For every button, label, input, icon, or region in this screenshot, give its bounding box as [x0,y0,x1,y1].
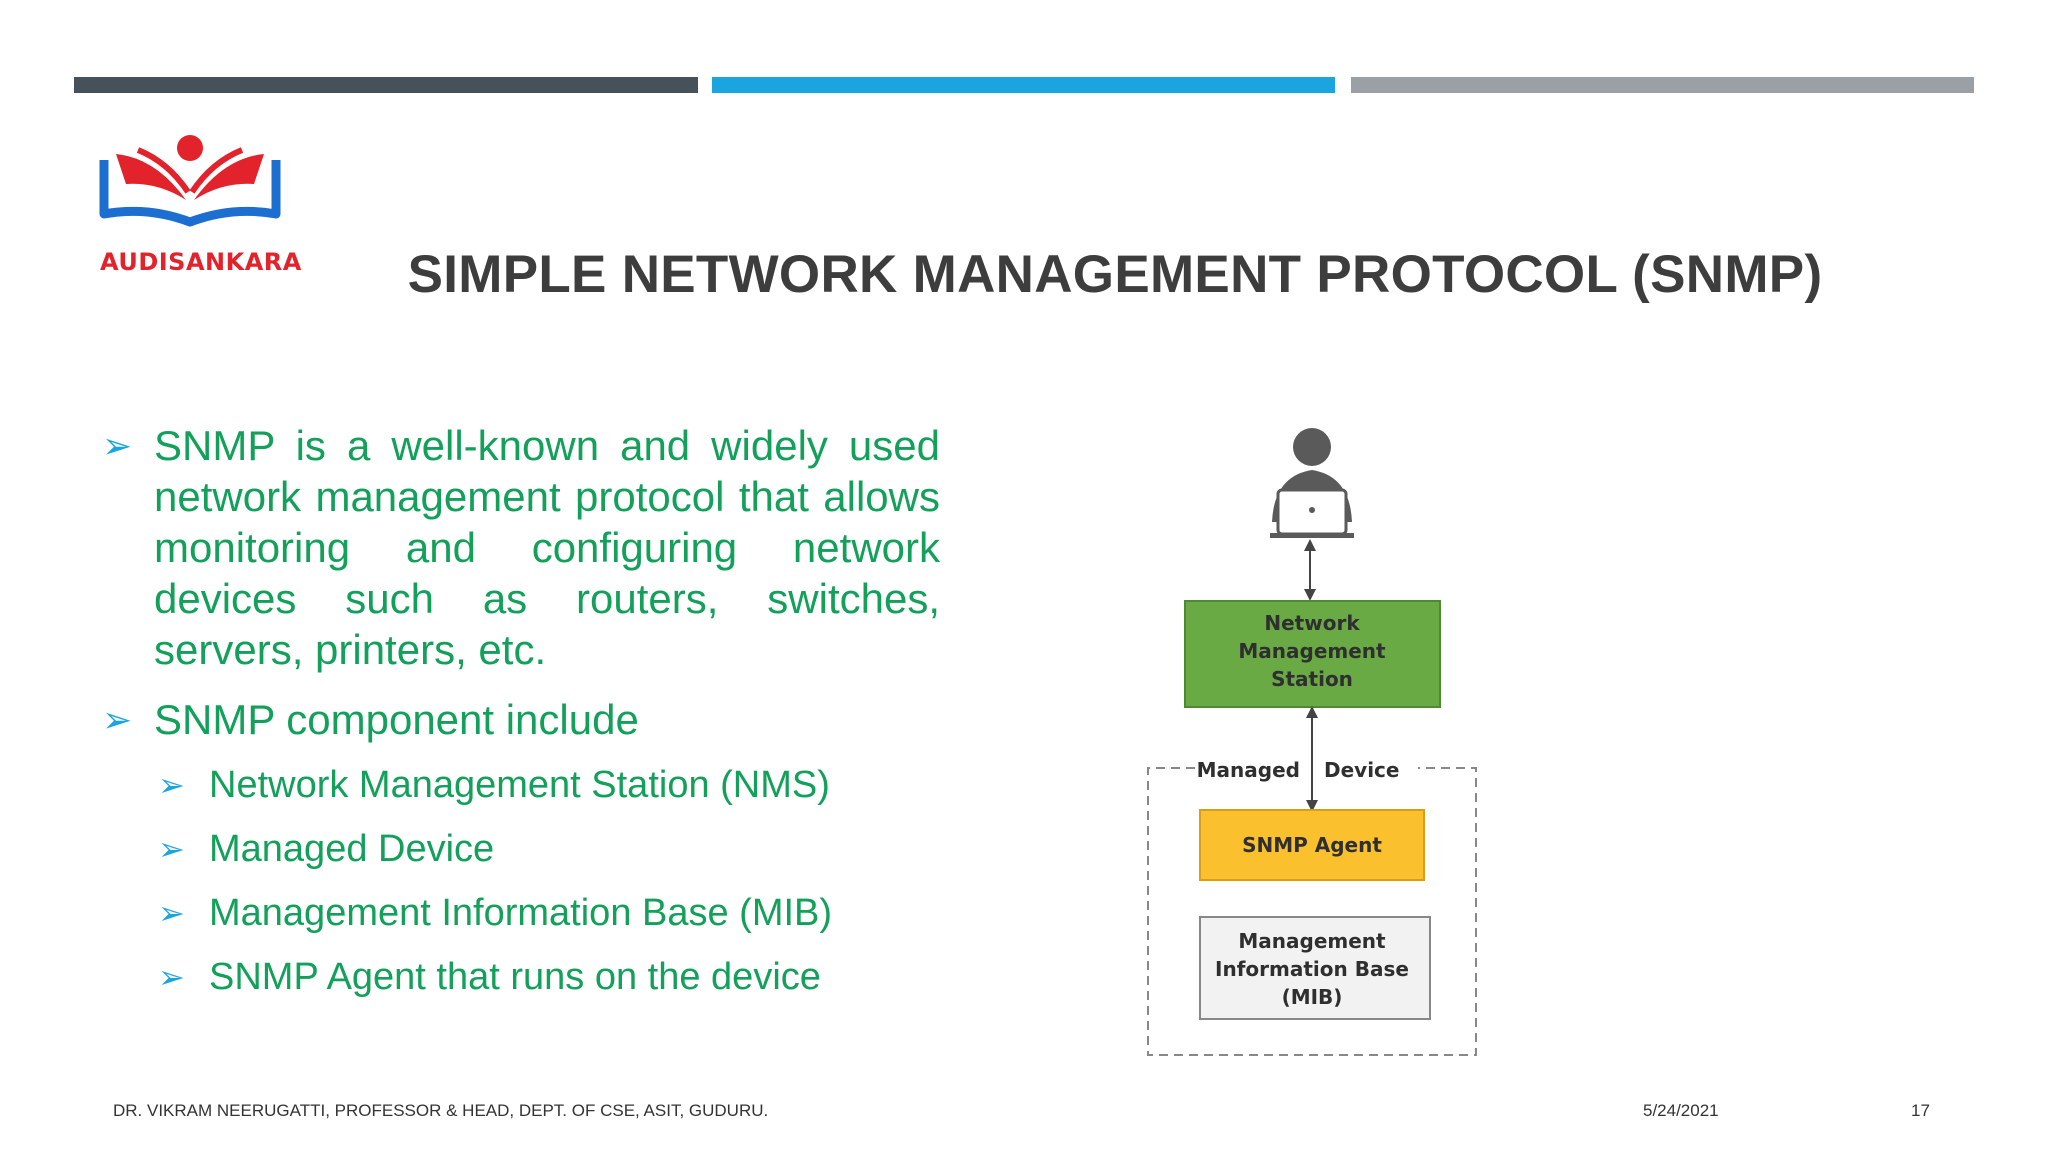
component-list: ➢ Network Management Station (NMS) ➢ Man… [100,763,940,1019]
bullet-text: SNMP is a well-known and widely used net… [154,422,940,673]
mib-box [1199,916,1431,1020]
footer-page-number: 17 [1911,1101,1930,1120]
bullet-content: ➢ SNMP is a well-known and widely used n… [100,420,940,1019]
device-label: Device [1324,758,1399,782]
arrow-bullet-icon: ➢ [158,767,185,803]
bullet-text: SNMP component include [154,696,639,743]
list-item-text: Managed Device [209,828,495,870]
list-item-text: Network Management Station (NMS) [209,764,830,806]
slide-title: SIMPLE NETWORK MANAGEMENT PROTOCOL (SNMP… [407,245,1823,304]
arrow-bullet-icon: ➢ [158,831,185,867]
nms-label-line2: Management [1238,639,1386,663]
header-bar-dark [74,77,698,93]
snmp-agent-box [1199,809,1425,881]
nms-label-line3: Station [1271,667,1353,691]
arrow-bullet-icon: ➢ [158,959,185,995]
arrow-bullet-icon: ➢ [102,699,133,740]
list-item: ➢ Network Management Station (NMS) [100,763,940,827]
logo-text: AUDISANKARA [100,248,302,276]
bullet-components-heading: ➢ SNMP component include [100,694,940,745]
nms-label-line1: Network [1264,611,1360,635]
bullet-snmp-description: ➢ SNMP is a well-known and widely used n… [100,420,940,673]
list-item: ➢ SNMP Agent that runs on the device [100,955,940,1019]
list-item-text: SNMP Agent that runs on the device [209,956,821,998]
managed-label: Managed [1197,758,1300,782]
managed-device-frame [1147,767,1477,1056]
list-item: ➢ Managed Device [100,827,940,891]
mib-label-line1: Management [1238,929,1386,953]
arrow-bullet-icon: ➢ [158,895,185,931]
book-person-logo-icon [99,135,281,227]
list-item: ➢ Management Information Base (MIB) [100,891,940,955]
mib-label-line3: (MIB) [1282,985,1343,1009]
mib-label-line2: Information Base [1215,957,1409,981]
nms-box [1184,600,1441,708]
snmp-agent-label: SNMP Agent [1242,833,1382,857]
footer-date: 5/24/2021 [1643,1101,1719,1120]
audisankara-logo: AUDISANKARA [98,130,302,280]
list-item-text: Management Information Base (MIB) [209,892,833,934]
snmp-diagram: Network Management Station Managed Devic… [1140,420,1500,1070]
footer-author: DR. VIKRAM NEERUGATTI, PROFESSOR & HEAD,… [113,1101,769,1120]
header-bar-blue [712,77,1335,93]
header-bar-grey [1351,77,1974,93]
arrow-bullet-icon: ➢ [102,425,133,466]
user-laptop-icon [1270,428,1354,538]
